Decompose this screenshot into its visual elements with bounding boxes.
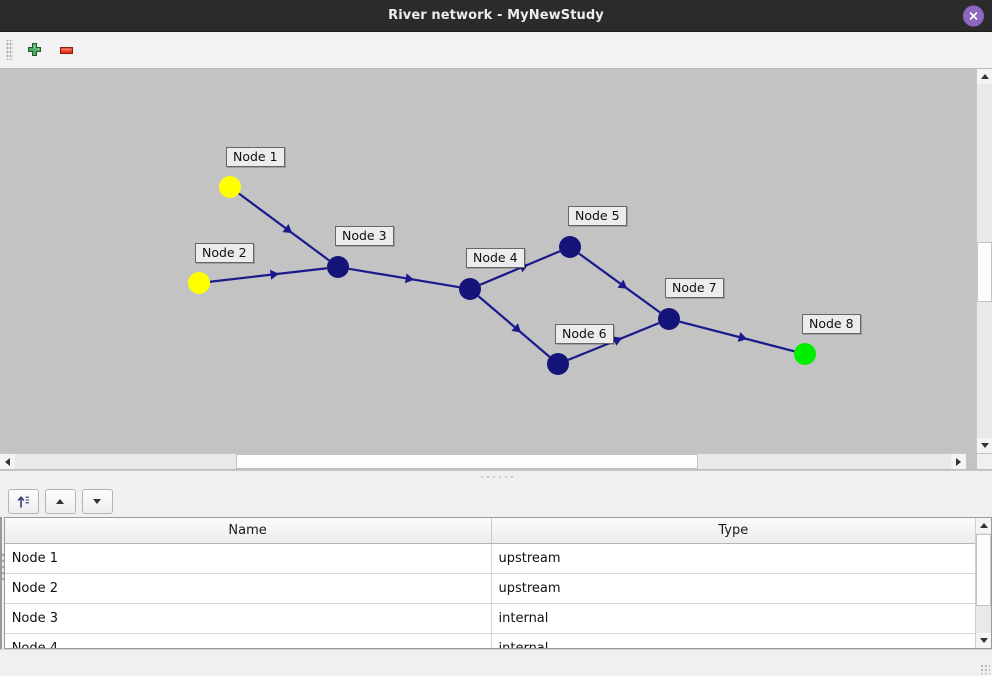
nodes-sort-ascending-button[interactable] (7, 489, 39, 514)
graph-node-label-node-3[interactable]: Node 3 (335, 226, 394, 246)
edge-Node4-Node6[interactable] (477, 295, 551, 358)
edge-arrow-icon (617, 279, 628, 289)
column-header-name[interactable]: Name (4, 518, 492, 544)
add-node-button[interactable] (18, 35, 50, 65)
horizontal-splitter[interactable] (0, 470, 992, 483)
close-icon[interactable] (963, 5, 984, 26)
graph-node-label-node-1[interactable]: Node 1 (226, 147, 285, 167)
scrollbar-corner (977, 454, 992, 469)
hscrollbar-thumb[interactable] (236, 454, 698, 469)
edge-Node7-Node8[interactable] (679, 320, 795, 353)
nodes-scroll-thumb[interactable] (976, 534, 992, 606)
cell-name[interactable]: Node 4 -> Node 5 (1, 634, 2, 650)
graph-node-node-8[interactable] (794, 343, 816, 365)
scroll-down-icon[interactable] (977, 438, 992, 453)
main-toolbar (0, 32, 992, 69)
nodes-scroll-down-icon[interactable] (976, 633, 992, 648)
nodes-table-vertical-scrollbar[interactable] (975, 518, 992, 648)
edge-Node5-Node7[interactable] (578, 252, 661, 314)
nodes-scroll-up-icon[interactable] (976, 518, 992, 533)
scroll-left-icon[interactable] (0, 454, 15, 469)
graph-node-label-node-8[interactable]: Node 8 (802, 314, 861, 334)
cell-name[interactable]: Node 3 -> Node 4 (1, 604, 2, 634)
graph-node-node-6[interactable] (547, 353, 569, 375)
network-graph-svg (188, 176, 816, 375)
edge-arrow-icon (737, 332, 748, 342)
graph-node-node-4[interactable] (459, 278, 481, 300)
cell-name[interactable]: Node 2 (4, 573, 492, 604)
remove-node-button[interactable] (50, 35, 82, 65)
vertical-splitter-grip-icon (0, 552, 4, 580)
sort-ascending-icon (17, 496, 29, 508)
graph-node-node-2[interactable] (188, 272, 210, 294)
cell-type[interactable]: upstream (491, 573, 977, 604)
edge-Node1-Node3[interactable] (238, 192, 330, 262)
graph-node-node-7[interactable] (658, 308, 680, 330)
edge-arrow-icon (612, 336, 623, 346)
status-bar (0, 649, 992, 676)
cell-type[interactable]: upstream (491, 543, 977, 574)
scroll-right-icon[interactable] (951, 454, 966, 469)
scroll-up-icon[interactable] (977, 69, 992, 84)
edge-Node2-Node3[interactable] (209, 267, 328, 283)
graph-node-label-node-4[interactable]: Node 4 (466, 248, 525, 268)
cell-type[interactable]: internal (491, 603, 977, 634)
canvas-horizontal-scrollbar[interactable] (0, 453, 966, 469)
graph-node-label-node-7[interactable]: Node 7 (665, 278, 724, 298)
graph-node-label-node-6[interactable]: Node 6 (555, 324, 614, 344)
vscrollbar-thumb[interactable] (977, 242, 992, 302)
vertical-splitter[interactable] (0, 483, 4, 649)
cell-type[interactable]: internal (491, 633, 977, 648)
cell-name[interactable]: Node 2 -> Node 3 (1, 574, 2, 604)
cell-name[interactable]: Node 1 (4, 543, 492, 574)
move-up-icon (56, 499, 65, 504)
graph-node-node-1[interactable] (219, 176, 241, 198)
splitter-grip-icon (479, 475, 513, 479)
edge-arrow-icon (282, 224, 293, 234)
plus-icon (27, 42, 41, 56)
nodes-toolbar (3, 483, 992, 517)
toolbar-grip[interactable] (6, 40, 13, 60)
nodes-move-down-button[interactable] (81, 489, 113, 514)
graph-node-label-node-2[interactable]: Node 2 (195, 243, 254, 263)
cell-name[interactable]: Node 1 -> Node 3 (1, 544, 2, 574)
column-header-name[interactable]: Name (1, 518, 2, 544)
edge-arrow-icon (269, 269, 280, 280)
edge-arrow-icon (511, 323, 522, 333)
cell-name[interactable]: Node 3 (4, 603, 492, 634)
canvas-vertical-scrollbar[interactable] (976, 69, 992, 453)
window-resize-grip[interactable] (980, 664, 990, 674)
graph-node-node-3[interactable] (327, 256, 349, 278)
network-graph[interactable]: Node 1 Node 2 Node 3 Node 4 Node 5 Node 6 Node… (0, 69, 966, 453)
move-down-icon (93, 499, 102, 504)
nodes-move-up-button[interactable] (44, 489, 76, 514)
graph-node-label-node-5[interactable]: Node 5 (568, 206, 627, 226)
edge-arrow-icon (404, 273, 415, 284)
minus-icon (59, 46, 73, 54)
network-canvas-area: Node 1 Node 2 Node 3 Node 4 Node 5 Node 6 Node… (0, 69, 992, 470)
edge-Node3-Node4[interactable] (348, 267, 460, 289)
cell-name[interactable]: Node 4 (4, 633, 492, 648)
graph-node-node-5[interactable] (559, 236, 581, 258)
edge-Node4-Node5[interactable] (479, 250, 561, 286)
title-bar: River network - MyNewStudy (0, 0, 992, 32)
window-title: River network - MyNewStudy (388, 8, 604, 23)
column-header-type[interactable]: Type (491, 518, 977, 544)
